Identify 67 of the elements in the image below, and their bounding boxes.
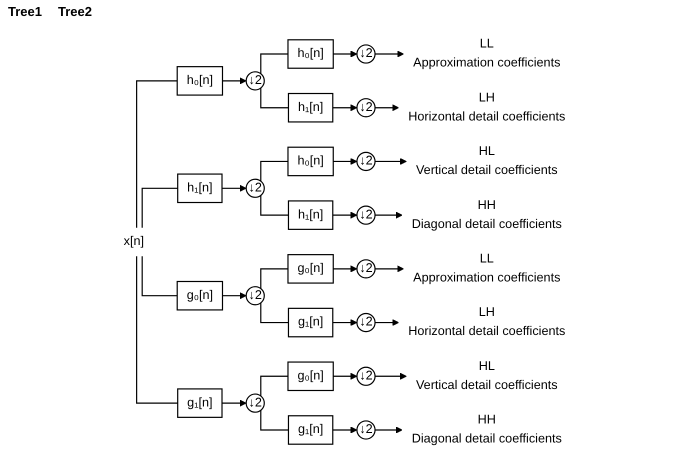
node-circle: ↓2 [356, 98, 376, 118]
node-circle: ↓2 [356, 366, 376, 386]
node-circle: ↓2 [356, 259, 376, 278]
arrow [221, 184, 246, 192]
arrow [332, 265, 358, 272]
node-box: g₀[n] [287, 361, 334, 392]
node-circle: ↓2 [246, 178, 265, 198]
connector [136, 256, 178, 404]
connector [260, 410, 288, 431]
arrow [332, 50, 358, 58]
connector [260, 88, 288, 108]
arrow [374, 158, 407, 165]
node-box: h₁[n] [288, 200, 334, 230]
arrow [374, 50, 404, 58]
arrow [374, 104, 400, 112]
node-text: HH Diagonal detail coefficients [412, 198, 562, 231]
arrow [374, 212, 403, 219]
node-circle: ↓2 [356, 312, 376, 332]
node-box: h₀[n] [287, 39, 334, 69]
node-circle: ↓2 [246, 394, 265, 413]
arrow [332, 212, 358, 219]
node-text: LL Approximation coefficients [413, 252, 560, 285]
node-text: HL Vertical detail coefficients [416, 144, 558, 178]
arrow [222, 77, 246, 84]
arrow [332, 319, 358, 326]
node-box: g₀[n] [176, 280, 224, 311]
connector [260, 160, 288, 182]
node-circle: ↓2 [356, 420, 376, 440]
node-box: g₁[n] [288, 308, 334, 338]
connector [260, 53, 288, 74]
connector [142, 256, 178, 296]
arrow [332, 158, 358, 165]
node-text: LH Horizontal detail coefficients [408, 91, 566, 124]
arrow [374, 426, 403, 434]
arrow [332, 104, 358, 112]
tree-label: Tree1 [8, 4, 42, 19]
node-text: LH Horizontal detail coefficients [408, 306, 566, 338]
node-box: g₀[n] [287, 254, 334, 284]
arrow [332, 426, 358, 434]
connector [260, 268, 288, 289]
node-box: h₀[n] [176, 66, 224, 96]
node-box: g₁[n] [288, 415, 334, 445]
node-box: h₁[n] [288, 92, 334, 123]
node-circle: ↓2 [356, 206, 376, 225]
arrow [374, 265, 404, 272]
node-box: h₀[n] [287, 146, 334, 176]
node-circle: ↓2 [356, 152, 376, 172]
node-text: HL Vertical detail coefficients [416, 360, 558, 392]
connector [136, 80, 178, 228]
connector [142, 188, 178, 228]
node-text: HH Diagonal detail coefficients [412, 413, 562, 446]
connector [260, 302, 288, 324]
connector [260, 376, 288, 396]
arrow [221, 400, 246, 407]
arrow [332, 372, 358, 380]
node-circle: ↓2 [246, 286, 265, 306]
node-text: LL Approximation coefficients [413, 37, 560, 70]
connector [260, 195, 288, 216]
node-circle: ↓2 [356, 44, 376, 64]
node-circle: ↓2 [246, 71, 265, 90]
tree-label: Tree2 [58, 4, 92, 19]
node-box: g₁[n] [177, 388, 223, 418]
arrow [222, 292, 246, 300]
arrow [374, 319, 400, 326]
arrow [374, 372, 407, 380]
node-text: x[n] [124, 234, 144, 248]
node-box: h₁[n] [177, 173, 223, 204]
